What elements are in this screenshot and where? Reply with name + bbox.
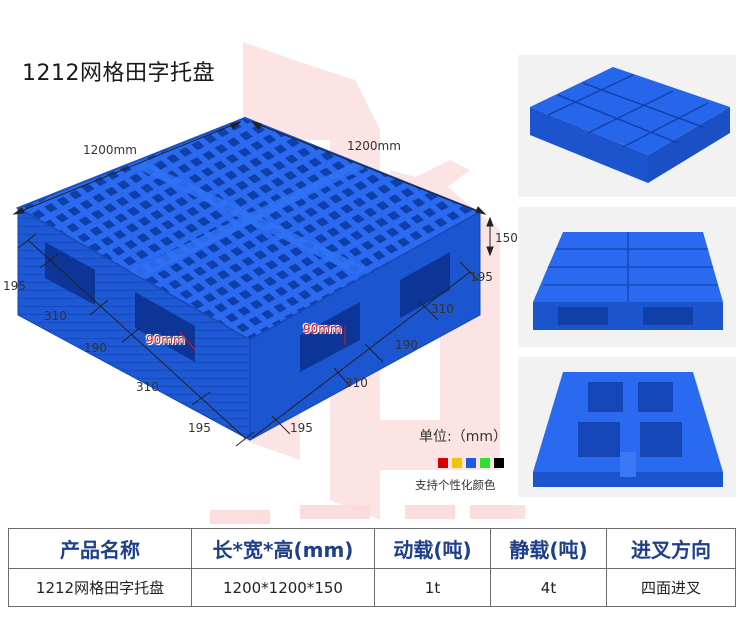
swatch-red [438,458,448,468]
header-dimensions: 长*宽*高(mm) [191,528,375,569]
cell-fork-entry: 四面进叉 [606,568,736,607]
left-dim-1: 195 [3,279,26,293]
header-product-name: 产品名称 [8,528,192,569]
fork-opening-label-left: 90mm [146,333,185,347]
length-label-left: 1200mm [83,143,137,157]
swatch-yellow [452,458,462,468]
left-dim-3: 190 [84,341,107,355]
cell-static-load: 4t [490,568,607,607]
length-label-right: 1200mm [347,139,401,153]
table-header-row: 产品名称 长*宽*高(mm) 动载(吨) 静载(吨) 进叉方向 [8,528,736,569]
header-static-load: 静载(吨) [490,528,607,569]
right-dim-4: 310 [345,376,368,390]
spec-table: 产品名称 长*宽*高(mm) 动载(吨) 静载(吨) 进叉方向 1212网格田字… [8,528,736,607]
swatch-black [494,458,504,468]
thumbnail-perspective [518,55,736,197]
table-row: 1212网格田字托盘 1200*1200*150 1t 4t 四面进叉 [8,568,736,607]
pallet-front-image [533,232,723,330]
left-dim-2: 310 [44,309,67,323]
left-dim-5: 195 [188,421,211,435]
thumbnail-front [518,207,736,347]
header-dynamic-load: 动载(吨) [374,528,491,569]
page-title: 1212网格田字托盘 [22,61,215,86]
swatch-blue [466,458,476,468]
right-dim-2: 310 [431,302,454,316]
fork-opening-label-right: 90mm [303,322,342,336]
thumbnail-bottom [518,357,736,497]
cell-dynamic-load: 1t [374,568,491,607]
cell-dimensions: 1200*1200*150 [191,568,375,607]
right-dim-5: 195 [290,421,313,435]
header-fork-entry: 进叉方向 [606,528,736,569]
cell-product-name: 1212网格田字托盘 [8,568,192,607]
swatch-green [480,458,490,468]
right-dim-3: 190 [395,338,418,352]
right-dim-1: 195 [470,270,493,284]
left-dim-4: 310 [136,380,159,394]
color-swatches [438,458,504,468]
height-label: 150 [495,231,518,245]
pallet-bottom-image [533,372,723,487]
pallet-perspective-image [530,67,730,183]
unit-label: 单位:（mm） [419,429,507,445]
color-note: 支持个性化颜色 [415,478,496,492]
